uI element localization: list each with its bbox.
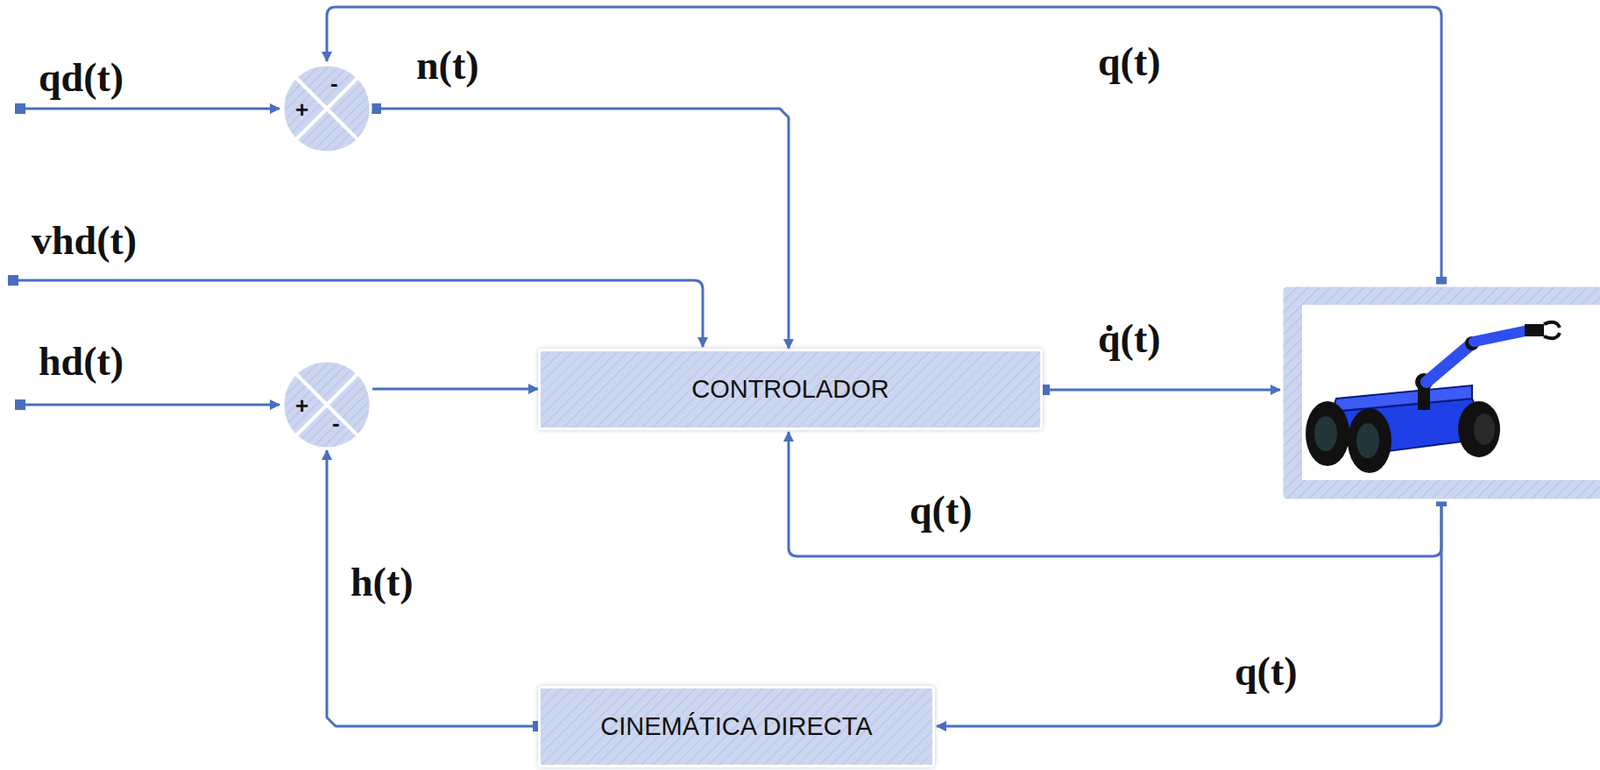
input-wire [20, 403, 280, 407]
box-label: CINEMÁTICA DIRECTA [582, 712, 890, 742]
signal-name: hd(t) [35, 339, 128, 385]
signal-connector [326, 450, 539, 727]
signal-name: q(t) [906, 488, 977, 534]
terminal [7, 275, 19, 286]
sign-symbol: - [332, 411, 340, 435]
signal-connector [372, 388, 539, 391]
signal-name: qd(t) [35, 56, 128, 101]
input-wire [13, 280, 703, 347]
kinematics-box: CINEMÁTICA DIRECTA [538, 686, 935, 768]
sign-symbol: + [295, 98, 309, 121]
output-wire [1042, 389, 1281, 392]
signal-name: q̇(t) [1094, 317, 1165, 362]
terminal [14, 399, 26, 411]
sign-symbol: + [295, 394, 309, 418]
signal-name: q(t) [1231, 650, 1302, 695]
sign-symbol: - [330, 71, 339, 95]
summing-junction: +- [281, 63, 373, 155]
robot-block [1281, 285, 1600, 501]
junction-shape [281, 359, 373, 451]
box-label: CONTROLADOR [673, 375, 907, 404]
signal-name: vhd(t) [28, 219, 141, 264]
signal-name: n(t) [412, 43, 483, 89]
signal-name: h(t) [346, 560, 418, 606]
controller-box: CONTROLADOR [538, 348, 1043, 431]
junction-shape [281, 63, 373, 155]
terminal [14, 103, 26, 114]
signal-connector [372, 108, 789, 349]
feedback-wire [936, 500, 1442, 727]
input-wire [20, 107, 280, 111]
summing-junction: +- [281, 359, 373, 451]
feedback-wire [326, 7, 1442, 286]
signal-name: q(t) [1094, 40, 1165, 85]
